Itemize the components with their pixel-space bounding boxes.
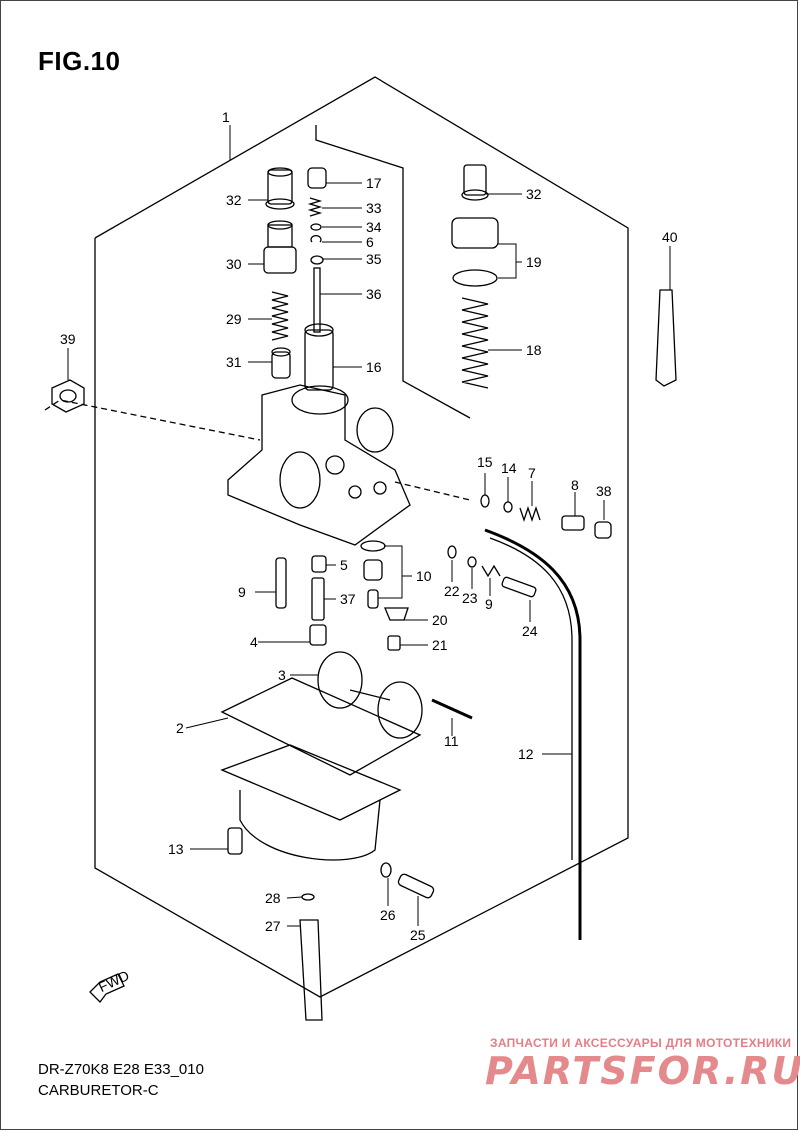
part-32-right [461, 164, 489, 201]
callout-23: 23 [462, 590, 478, 606]
part-6 [310, 234, 322, 243]
part-36-needle [313, 267, 321, 333]
callout-24: 24 [522, 623, 538, 639]
subassembly-bracket [315, 125, 471, 419]
part-34 [310, 223, 322, 231]
float-bowl [220, 744, 402, 861]
part-21 [387, 635, 401, 651]
callout-32a: 32 [226, 192, 242, 208]
callout-20: 20 [432, 612, 448, 628]
part-22 [447, 545, 457, 559]
part-40 [655, 289, 677, 387]
part-24 [501, 576, 537, 598]
watermark-tagline: ЗАПЧАСТИ И АКСЕССУАРЫ ДЛЯ МОТОТЕХНИКИ [490, 1036, 792, 1050]
part-23 [467, 556, 477, 568]
callout-17: 17 [366, 175, 382, 191]
callout-15: 15 [477, 454, 493, 470]
callout-26: 26 [380, 907, 396, 923]
part-20 [384, 607, 409, 621]
callout-32b: 32 [526, 186, 542, 202]
callout-34: 34 [366, 219, 382, 235]
section-name: CARBURETOR-C [38, 1082, 159, 1099]
callout-11: 11 [444, 733, 459, 749]
callout-19: 19 [526, 254, 542, 270]
figure-title: FIG.10 [38, 46, 121, 76]
callout-36: 36 [366, 286, 382, 302]
callout-25: 25 [410, 927, 426, 943]
part-29-spring [271, 291, 289, 341]
callout-39: 39 [60, 331, 76, 347]
callout-31: 31 [226, 354, 242, 370]
part-5 [311, 555, 327, 573]
part-7-spring [519, 505, 541, 523]
part-19 [451, 217, 499, 287]
part-32-left [265, 167, 295, 210]
part-25 [397, 873, 435, 899]
callout-14: 14 [501, 460, 517, 476]
callout-38: 38 [596, 483, 612, 499]
callout-18: 18 [526, 342, 542, 358]
part-13 [227, 827, 243, 855]
callout-33: 33 [366, 200, 382, 216]
callout-5: 5 [340, 557, 348, 573]
part-39-nut [51, 379, 85, 413]
callout-4: 4 [250, 634, 258, 650]
part-16-slide [304, 323, 334, 391]
callout-21: 21 [432, 637, 448, 653]
part-8 [561, 515, 585, 531]
part-9-left [275, 557, 287, 609]
callout-27: 27 [265, 918, 281, 934]
part-26 [380, 862, 392, 878]
part-31 [271, 347, 291, 379]
fwd-arrow-icon [89, 973, 125, 1003]
model-code: DR-Z70K8 E28 E33_010 [38, 1061, 204, 1078]
part-14 [503, 501, 513, 513]
callout-35: 35 [366, 251, 382, 267]
part-11 [431, 698, 473, 720]
part-18-spring [461, 297, 489, 389]
callout-28: 28 [265, 890, 281, 906]
callout-22: 22 [444, 583, 460, 599]
part-37 [311, 577, 325, 621]
part-4 [309, 624, 327, 646]
part-27-hose [299, 919, 323, 1021]
callout-30: 30 [226, 256, 242, 272]
part-9-right-spring [481, 564, 501, 578]
callout-labels: 1 2 3 4 5 6 7 8 9 9 10 11 12 13 14 15 16… [60, 109, 678, 995]
callout-12: 12 [518, 746, 534, 762]
callout-3: 3 [278, 667, 286, 683]
watermark-brand[interactable]: PARTSFOR.RU [485, 1049, 800, 1093]
callout-1: 1 [222, 109, 230, 125]
carburetor-body [227, 384, 411, 546]
callout-6: 6 [366, 234, 374, 250]
part-39-leader [44, 399, 261, 441]
part-38 [594, 521, 612, 539]
callout-10: 10 [416, 568, 432, 584]
part-2-gasket [220, 677, 422, 776]
callout-16: 16 [366, 359, 382, 375]
part-28 [301, 893, 315, 901]
part-3-float [317, 651, 423, 739]
callout-13: 13 [168, 841, 184, 857]
callout-29: 29 [226, 311, 242, 327]
part-35 [310, 255, 324, 265]
callout-9a: 9 [238, 584, 246, 600]
part-12-hose [484, 528, 582, 940]
part-17 [307, 167, 327, 189]
callout-7: 7 [528, 465, 536, 481]
part-30 [263, 220, 297, 274]
part-15 [480, 494, 490, 508]
callout-40: 40 [662, 229, 678, 245]
callout-37: 37 [340, 591, 356, 607]
callout-2: 2 [176, 720, 184, 736]
callout-9b: 9 [485, 596, 493, 612]
callout-8: 8 [571, 477, 579, 493]
part-33-spring [307, 197, 323, 217]
assembly-boundary [94, 76, 629, 998]
